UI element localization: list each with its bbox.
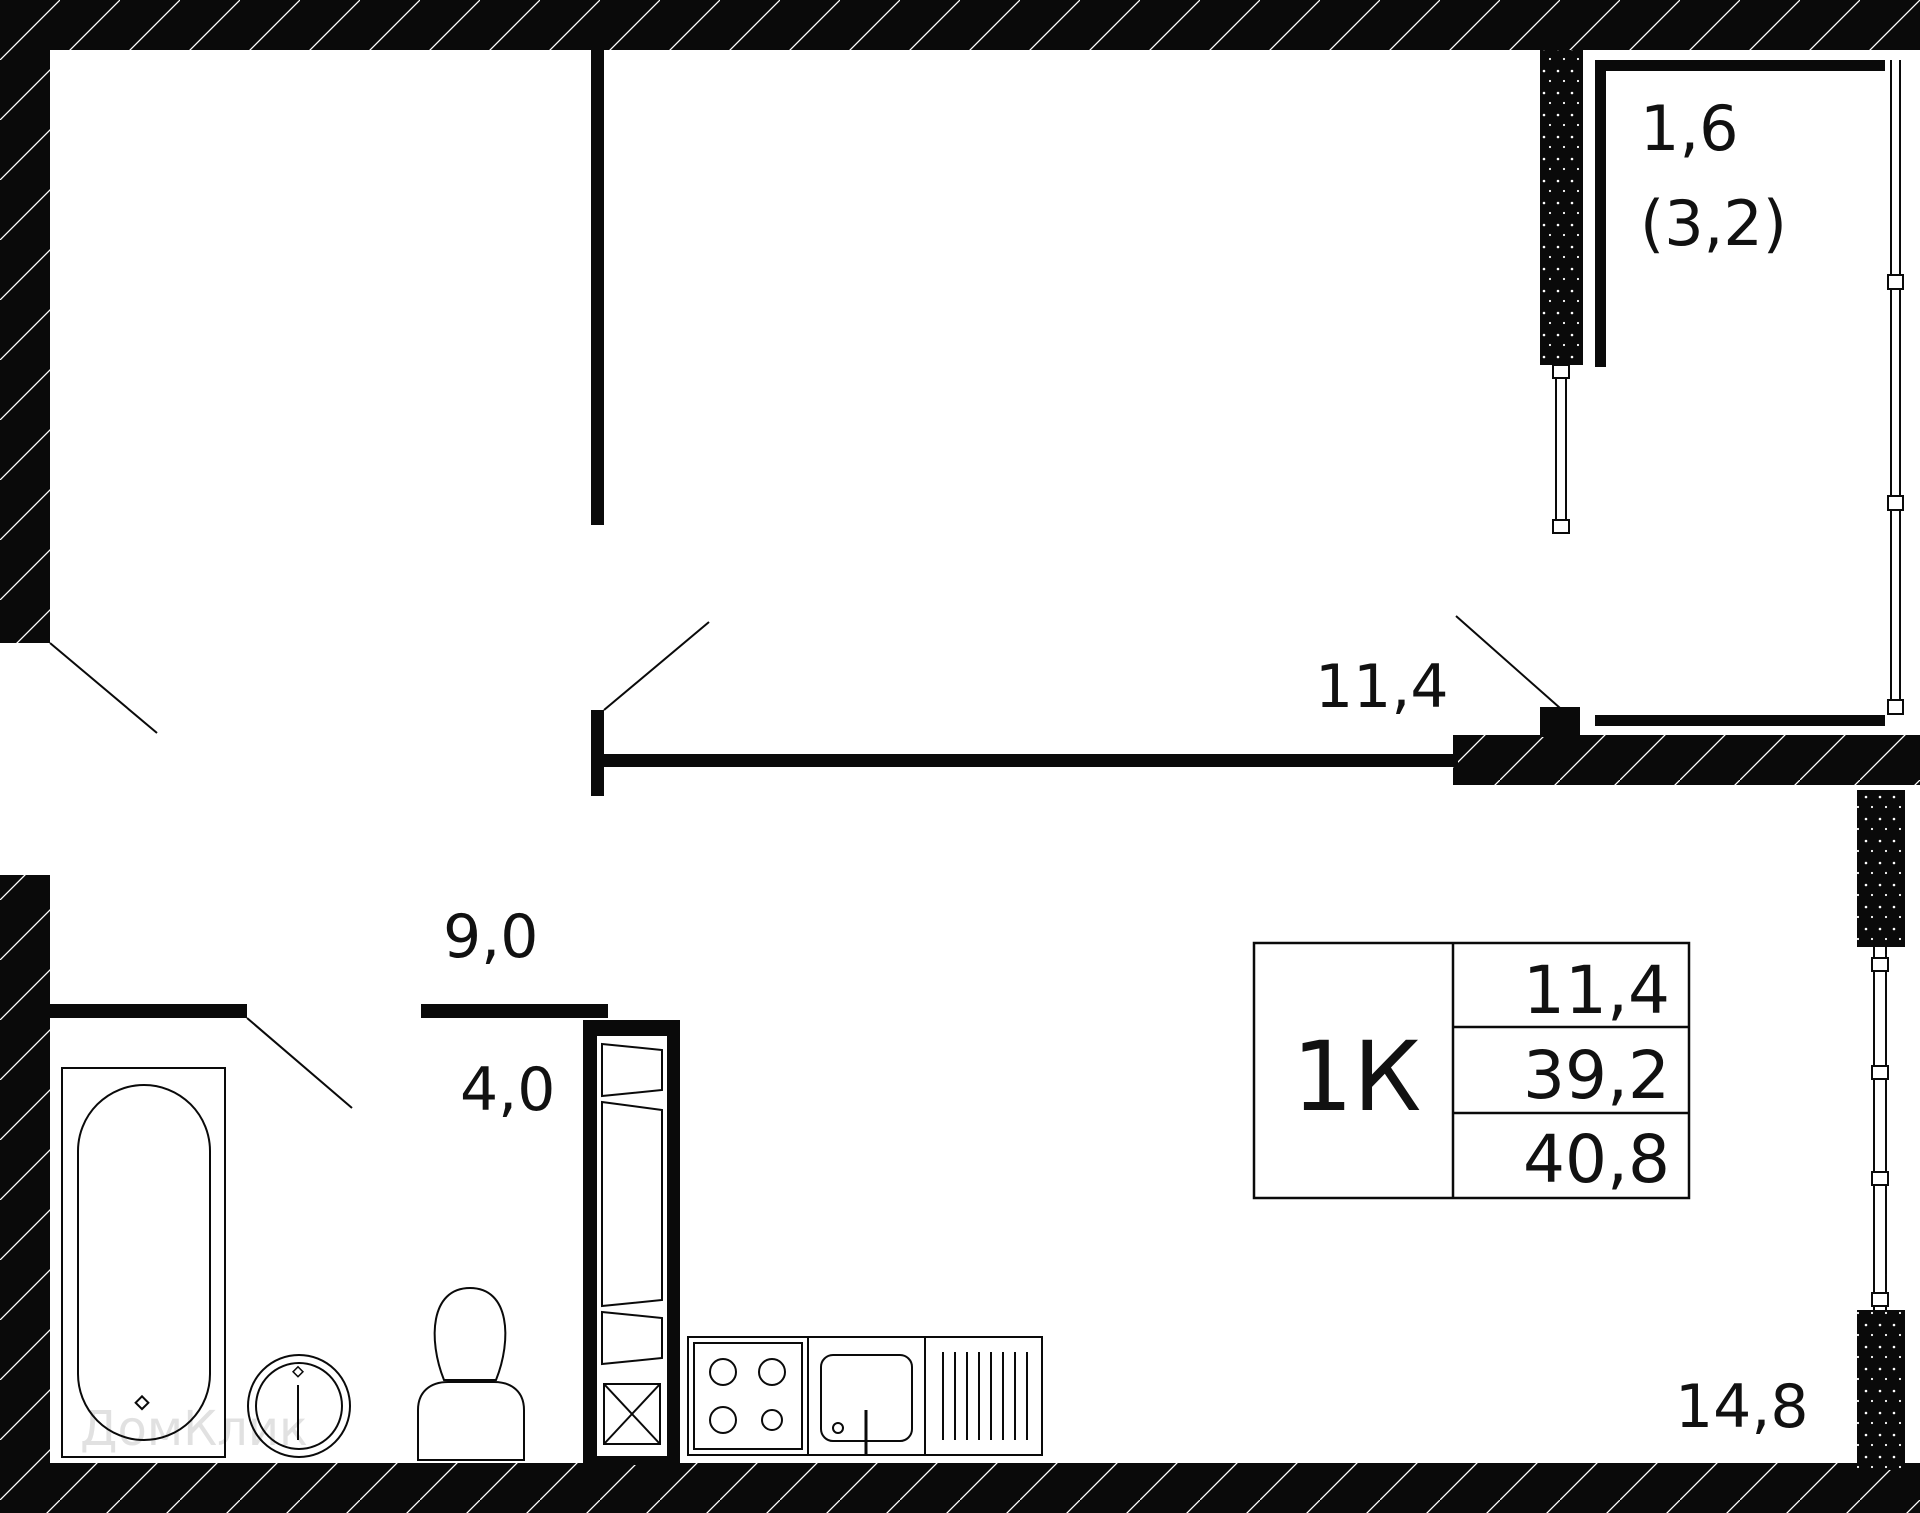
loggia-area-label: 1,6: [1640, 92, 1739, 165]
partition-corridor: [598, 754, 1458, 767]
wall-left-upper: [0, 50, 50, 643]
door-room: [603, 621, 710, 711]
wardrobe-icon: [601, 1042, 663, 1445]
partition-bath-right: [421, 1004, 608, 1018]
door-loggia: [1455, 615, 1561, 709]
loggia-full-area-label: (3,2): [1640, 187, 1787, 260]
bathtub-icon: [61, 1067, 226, 1458]
hall-area-label: 9,0: [443, 902, 538, 972]
svg-text:ДомКлик: ДомКлик: [80, 1401, 308, 1457]
wall-top: [0, 0, 1920, 50]
wardrobe-inner: [597, 1036, 667, 1456]
column-small: [1540, 707, 1580, 737]
door-entrance: [49, 642, 158, 734]
watermark-logo: ДомКлик: [80, 1401, 308, 1457]
room-area-label: 11,4: [1315, 652, 1449, 722]
total-area-value: 39,2: [1523, 1037, 1670, 1114]
wall-bottom: [0, 1463, 1920, 1513]
partition-vertical: [591, 50, 604, 525]
door-bathroom: [246, 1017, 353, 1109]
column-right-bottom: [1857, 1310, 1905, 1470]
sink-icon: [247, 1354, 351, 1458]
window-right-lower: [1871, 947, 1889, 1310]
partition-bath-left: [50, 1004, 247, 1018]
wall-mid-right: [1453, 735, 1920, 785]
apartment-type: 1К: [1292, 1021, 1421, 1133]
wall-left-lower: [0, 875, 50, 1513]
kitchen-area-label: 14,8: [1675, 1372, 1809, 1442]
partition-loggia-bottom: [1595, 715, 1885, 726]
toilet-icon: [417, 1286, 525, 1461]
window-loggia-inner: [1552, 364, 1570, 534]
partition-stub: [591, 710, 604, 796]
kitchen-counter-icon: [687, 1336, 1043, 1456]
partition-loggia-top: [1595, 60, 1885, 71]
apartment-summary-table: 1К 11,4 39,2 40,8: [1252, 941, 1691, 1200]
bath-area-label: 4,0: [460, 1055, 555, 1125]
living-area-value: 11,4: [1523, 952, 1670, 1029]
partition-loggia-left: [1595, 60, 1606, 367]
total-with-loggia-value: 40,8: [1523, 1121, 1670, 1198]
column-right-mid: [1857, 790, 1905, 947]
window-right-upper: [1887, 60, 1904, 715]
column-loggia: [1540, 50, 1583, 365]
